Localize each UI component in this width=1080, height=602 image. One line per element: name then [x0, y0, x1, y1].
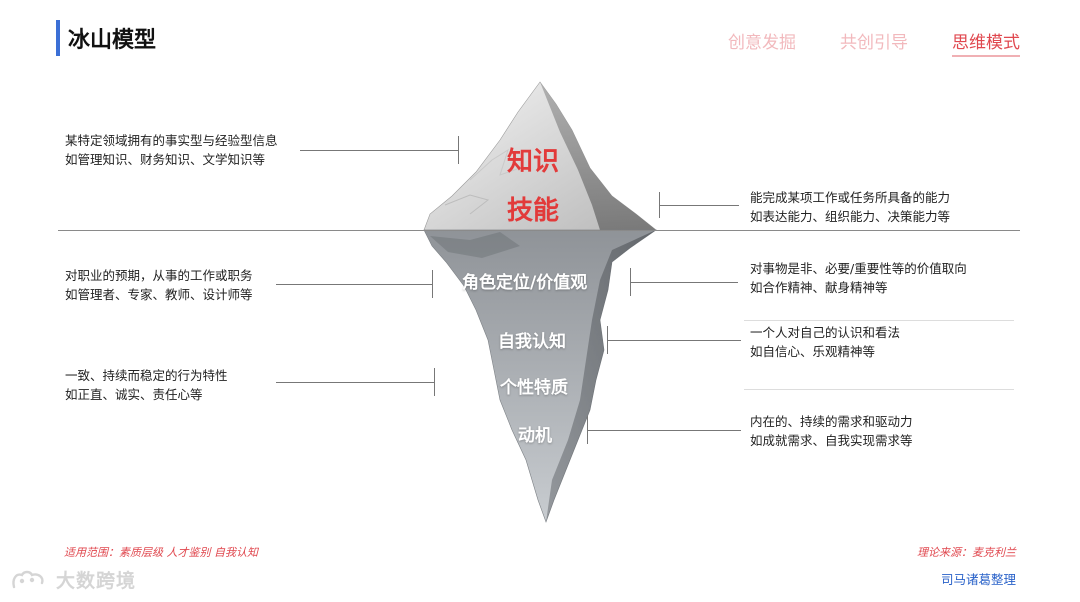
tab-creative-discovery[interactable]: 创意发掘 [728, 33, 796, 53]
footer-credit: 司马诸葛整理 [940, 572, 1016, 587]
desc-values: 对事物是非、必要/重要性等的价值取向 如合作精神、献身精神等 [750, 259, 967, 297]
desc-self-image: 一个人对自己的认识和看法 如自信心、乐观精神等 [750, 323, 900, 361]
desc-motive-line1: 内在的、持续的需求和驱动力 [750, 414, 913, 429]
desc-skill: 能完成某项工作或任务所具备的能力 如表达能力、组织能力、决策能力等 [750, 188, 950, 226]
desc-role-line2: 如管理者、专家、教师、设计师等 [65, 287, 253, 302]
desc-knowledge-line1: 某特定领域拥有的事实型与经验型信息 [65, 133, 278, 148]
iceberg-label-role-values: 角色定位/价值观 [462, 273, 588, 293]
desc-values-line2: 如合作精神、献身精神等 [750, 280, 888, 295]
desc-self-image-line1: 一个人对自己的认识和看法 [750, 325, 901, 340]
nav-tabs: 创意发掘 共创引导 思维模式 [728, 28, 1020, 57]
desc-traits: 一致、持续而稳定的行为特性 如正直、诚实、责任心等 [65, 366, 228, 404]
desc-traits-line2: 如正直、诚实、责任心等 [65, 387, 203, 402]
watermark: 大数跨境 [10, 566, 136, 593]
connector-values [630, 282, 738, 283]
desc-role: 对职业的预期，从事的工作或职务 如管理者、专家、教师、设计师等 [65, 266, 253, 304]
connector-self-image [607, 340, 741, 341]
iceberg-label-skill: 技能 [507, 196, 560, 226]
desc-skill-line2: 如表达能力、组织能力、决策能力等 [750, 209, 951, 224]
footer-source: 理论来源：麦克利兰 [917, 546, 1016, 559]
connector-role [276, 284, 432, 285]
connector-role-tick [432, 270, 433, 298]
footer-scope: 适用范围：素质层级 人才鉴别 自我认知 [64, 546, 258, 559]
connector-knowledge [300, 150, 458, 151]
title-accent-bar [56, 20, 60, 56]
desc-role-line1: 对职业的预期，从事的工作或职务 [65, 268, 253, 283]
desc-motive-line2: 如成就需求、自我实现需求等 [750, 433, 913, 448]
desc-motive: 内在的、持续的需求和驱动力 如成就需求、自我实现需求等 [750, 412, 913, 450]
desc-knowledge-line2: 如管理知识、财务知识、文学知识等 [65, 152, 266, 167]
watermark-logo-icon [12, 570, 44, 588]
desc-traits-line1: 一致、持续而稳定的行为特性 [65, 368, 228, 383]
connector-knowledge-tick [458, 136, 459, 164]
desc-self-image-line2: 如自信心、乐观精神等 [750, 344, 876, 359]
waterline [58, 230, 1020, 231]
desc-knowledge: 某特定领域拥有的事实型与经验型信息 如管理知识、财务知识、文学知识等 [65, 131, 278, 169]
iceberg-label-knowledge: 知识 [507, 147, 560, 177]
desc-skill-line1: 能完成某项工作或任务所具备的能力 [750, 190, 951, 205]
iceberg-label-traits: 个性特质 [500, 378, 568, 398]
connector-traits [276, 382, 434, 383]
iceberg-tip-shadow [540, 82, 656, 230]
connector-skill [659, 205, 739, 206]
tab-thinking-mode[interactable]: 思维模式 [952, 28, 1020, 57]
watermark-text: 大数跨境 [56, 570, 137, 592]
desc-values-line1: 对事物是非、必要/重要性等的价值取向 [750, 261, 967, 276]
separator-2 [744, 389, 1014, 390]
iceberg-label-motive: 动机 [518, 426, 552, 446]
connector-traits-tick [434, 368, 435, 396]
page-title: 冰山模型 [68, 28, 157, 53]
separator-1 [744, 320, 1014, 321]
connector-motive [587, 430, 741, 431]
iceberg-body-shadow [546, 230, 656, 522]
tab-co-creation[interactable]: 共创引导 [840, 33, 908, 53]
iceberg-label-self-image: 自我认知 [498, 332, 566, 352]
